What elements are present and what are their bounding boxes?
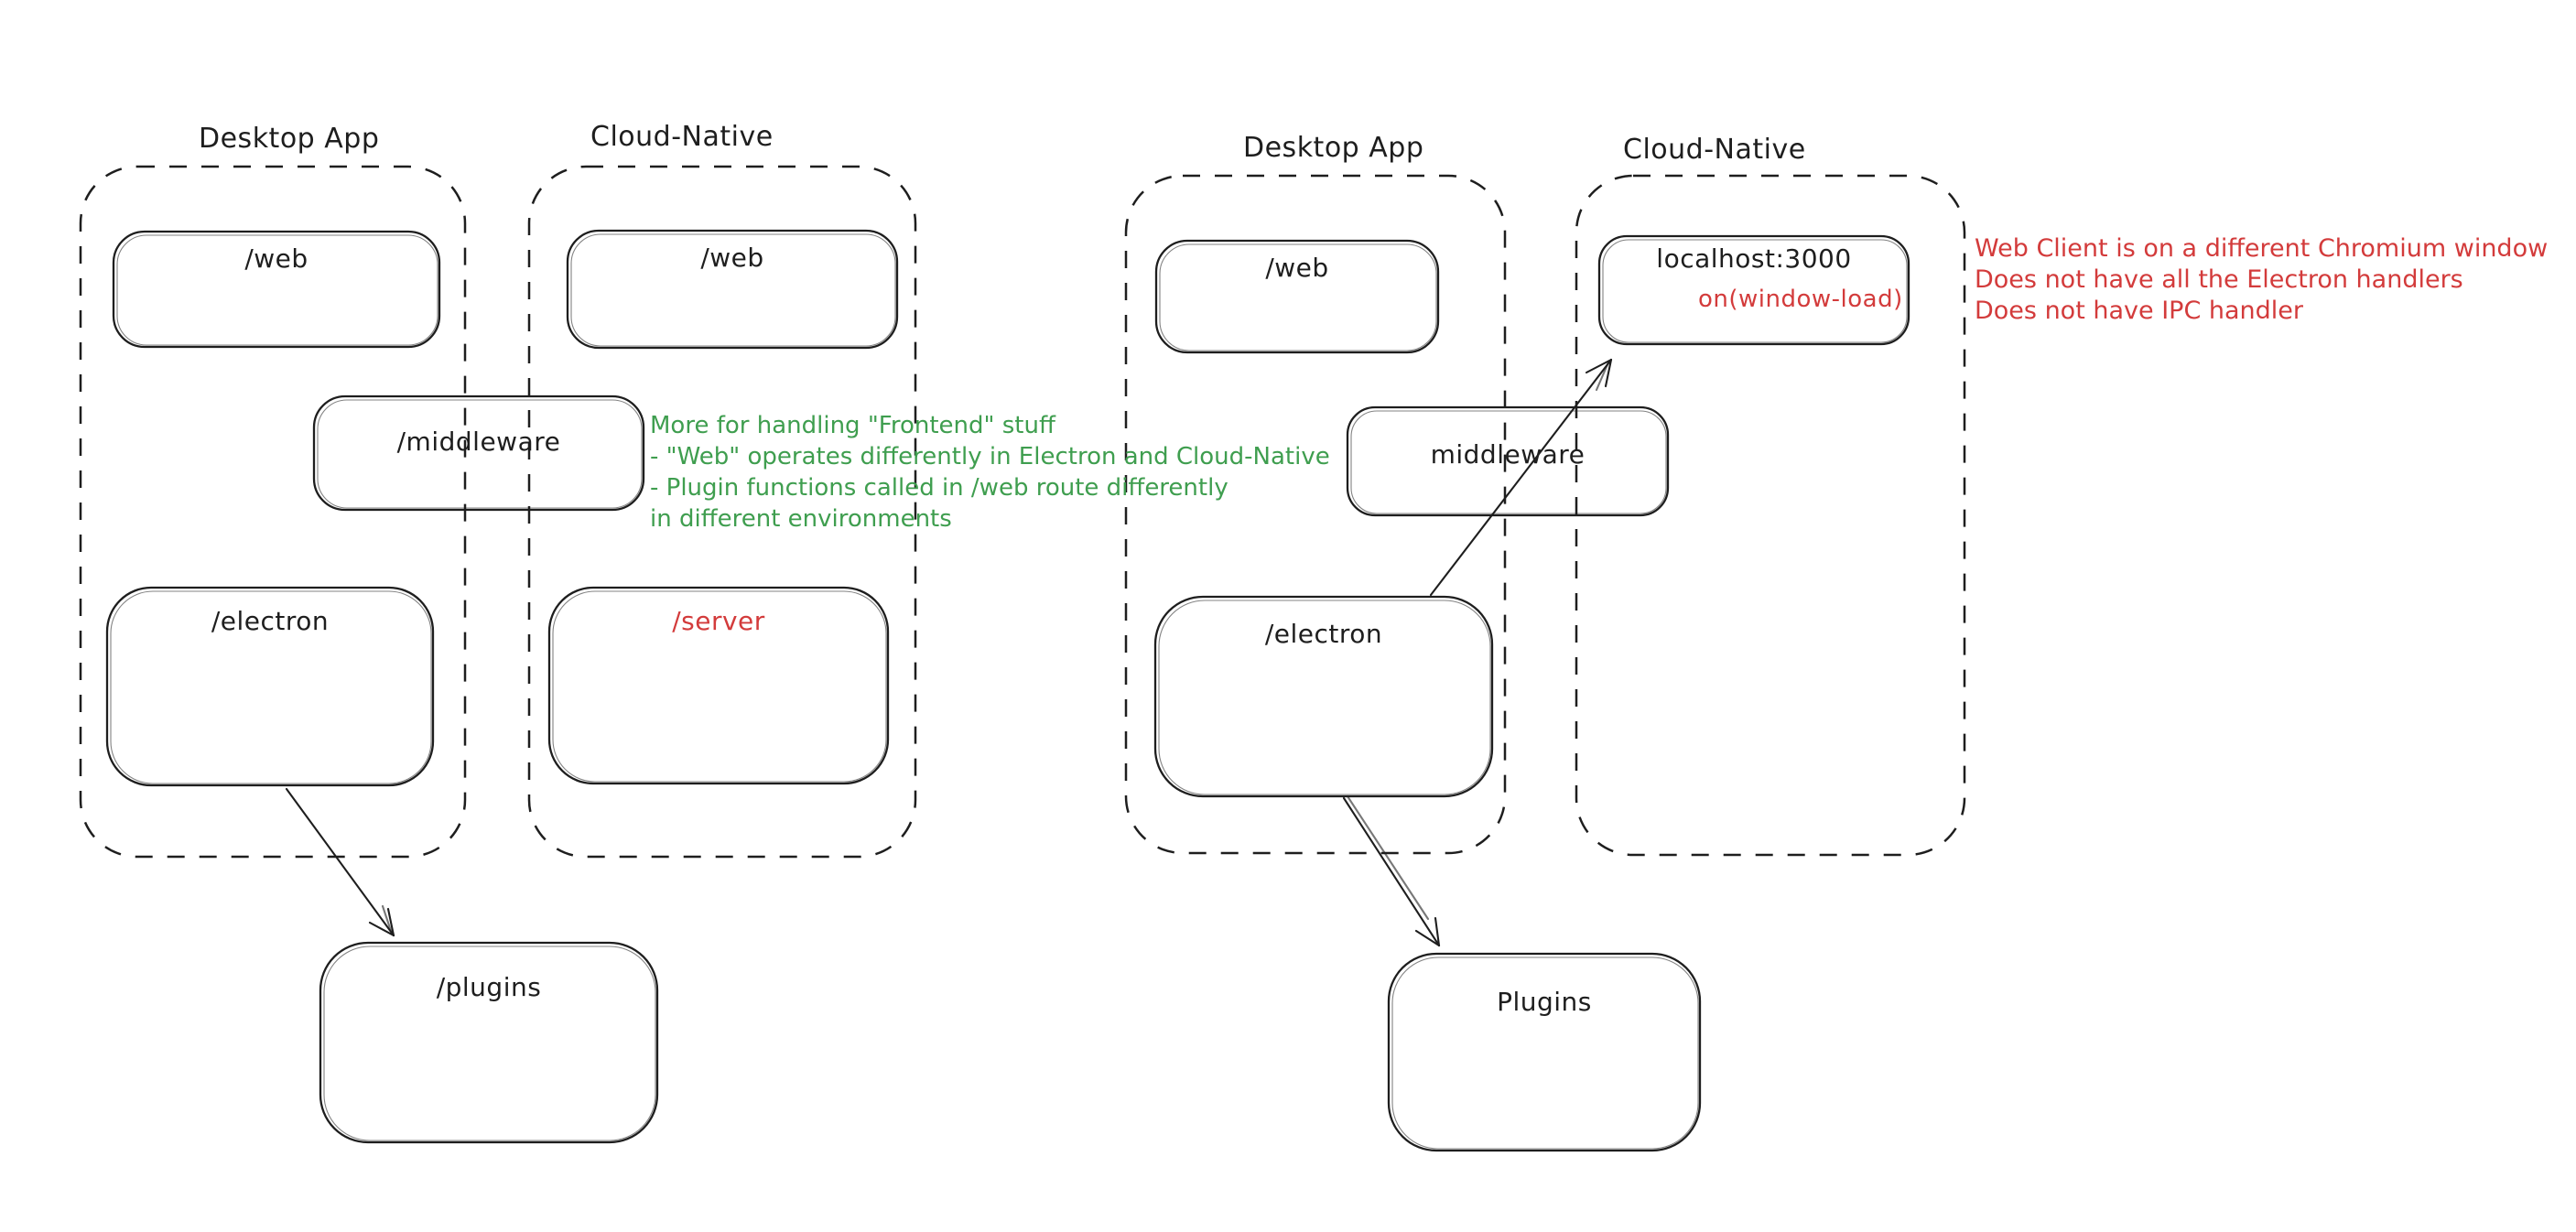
right-desktop-app-container bbox=[1124, 174, 1507, 855]
right-desktop-web-box bbox=[1154, 239, 1440, 354]
right-cloud-native-container bbox=[1575, 174, 1966, 857]
left-desktop-app-container bbox=[79, 165, 467, 859]
red-note: Web Client is on a different Chromium wi… bbox=[1975, 233, 2548, 327]
left-plugins-box bbox=[319, 941, 659, 1144]
right-localhost-box bbox=[1597, 234, 1910, 346]
left-cloud-native-container bbox=[527, 165, 917, 859]
left-electron-label: /electron bbox=[211, 606, 330, 636]
left-middleware-box bbox=[312, 394, 645, 512]
red-note-line-2: Does not have all the Electron handlers bbox=[1975, 265, 2463, 294]
right-plugins-label: Plugins bbox=[1497, 987, 1592, 1017]
arrow-right-electron-to-plugins bbox=[1342, 794, 1441, 947]
left-cloud-web-label: /web bbox=[700, 243, 764, 273]
red-note-line-3: Does not have IPC handler bbox=[1975, 297, 2304, 325]
right-middleware-label: middleware bbox=[1430, 439, 1586, 470]
left-server-label: /server bbox=[672, 606, 765, 636]
right-electron-box bbox=[1153, 595, 1494, 798]
red-note-line-1: Web Client is on a different Chromium wi… bbox=[1975, 234, 2549, 263]
left-server-box bbox=[547, 586, 890, 785]
green-note-line-3: - Plugin functions called in /web route … bbox=[650, 474, 1228, 502]
right-middleware-box bbox=[1346, 405, 1670, 517]
right-localhost-label: localhost:3000 bbox=[1656, 243, 1852, 274]
green-note-line-2: - "Web" operates differently in Electron… bbox=[650, 443, 1330, 470]
left-cloud-web-box bbox=[566, 229, 899, 350]
left-plugins-label: /plugins bbox=[436, 972, 542, 1002]
right-electron-label: /electron bbox=[1264, 619, 1383, 649]
green-note-line-1: More for handling "Frontend" stuff bbox=[650, 412, 1055, 439]
arrow-right-electron-to-localhost bbox=[1429, 358, 1613, 597]
left-electron-box bbox=[105, 586, 435, 787]
left-desktop-web-label: /web bbox=[244, 243, 308, 274]
right-desktop-web-label: /web bbox=[1265, 253, 1329, 283]
right-window-load-handler-label: on(window-load) bbox=[1698, 286, 1903, 313]
right-desktop-app-title: Desktop App bbox=[1243, 132, 1424, 164]
left-middleware-label: /middleware bbox=[396, 427, 561, 457]
green-note: More for handling "Frontend" stuff - "We… bbox=[650, 410, 1330, 535]
left-desktop-app-title: Desktop App bbox=[199, 123, 380, 155]
arrow-left-electron-to-plugins bbox=[285, 787, 395, 937]
left-cloud-native-title: Cloud-Native bbox=[590, 121, 774, 153]
green-note-line-4: in different environments bbox=[650, 505, 952, 533]
right-cloud-native-title: Cloud-Native bbox=[1623, 134, 1806, 166]
right-plugins-box bbox=[1387, 952, 1702, 1152]
left-desktop-web-box bbox=[112, 230, 441, 349]
